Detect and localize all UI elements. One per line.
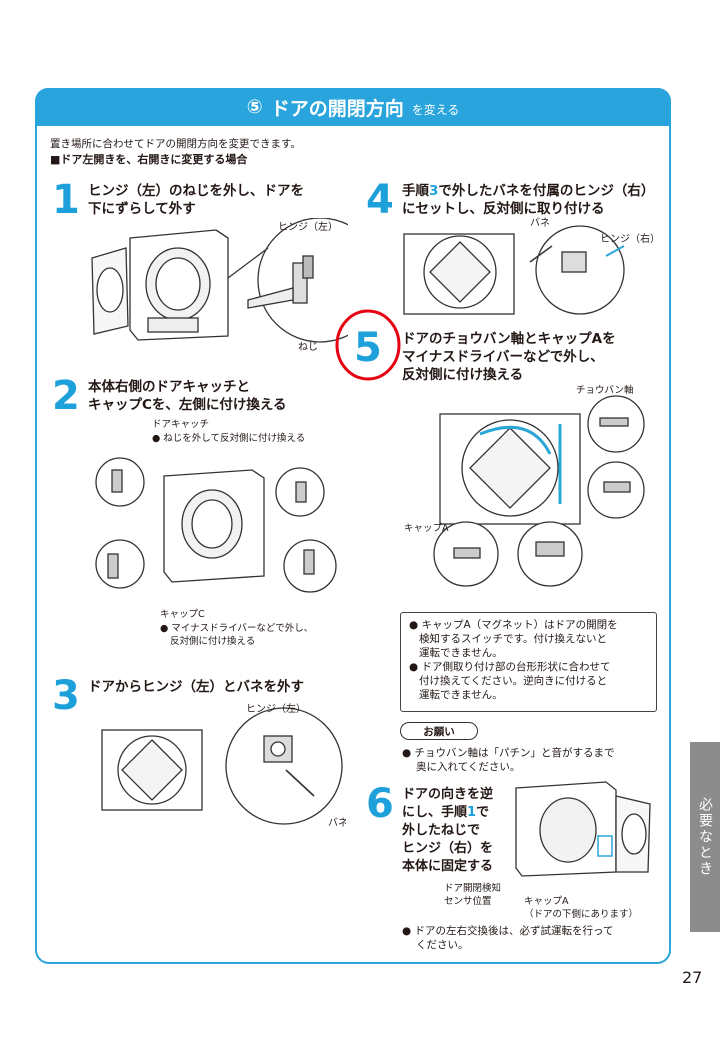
step-2-illustration xyxy=(92,446,342,606)
request-line-2: 奥に入れてください。 xyxy=(416,761,521,773)
step-5-line-1: ドアのチョウバン軸とキャップAを xyxy=(402,331,616,347)
step-6-line-3: 外したねじで xyxy=(402,823,481,838)
step-6-illustration xyxy=(506,776,656,880)
step-5-line-3: 反対側に付け換える xyxy=(402,367,524,383)
step-4-illustration: バネ ヒンジ（右） xyxy=(402,216,662,316)
step-6-line-1: ドアの向きを逆 xyxy=(402,787,494,802)
step-3-text: ドアからヒンジ（左）とバネを外す xyxy=(88,678,304,696)
step-1-line-2: 下にずらして外す xyxy=(88,201,196,217)
step-6-number: 6 xyxy=(366,781,394,827)
step-5-label-cap-a: キャップA xyxy=(404,523,449,534)
step-6-label-sensor-1: ドア開閉検知 xyxy=(444,883,502,894)
step-1-text: ヒンジ（左）のねじを外し、ドアを 下にずらして外す xyxy=(88,182,304,218)
step-6-line-2-num: 1 xyxy=(467,805,477,820)
step-3-number: 3 xyxy=(52,673,80,719)
step-1-illustration: ヒンジ（左） ねじ xyxy=(88,218,348,353)
step-4-line-1: 手順3で外したバネを付属のヒンジ（右） xyxy=(402,182,654,200)
step-3-label-spring: バネ xyxy=(328,817,346,829)
section-title-suffix: を変える xyxy=(411,102,460,117)
note-box: ● キャップA（マグネット）はドアの開閉を 検知するスイッチです。付け換えないと… xyxy=(400,612,657,712)
step-6-text: ドアの向きを逆 にし、手順1で 外したねじで ヒンジ（右）を 本体に固定する xyxy=(402,786,493,876)
intro-text: 置き場所に合わせてドアの開閉方向を変更できます。 xyxy=(50,138,301,150)
step-4-line-1-post: で外したバネを付属のヒンジ（右） xyxy=(438,183,655,199)
step-6-line-2: にし、手順1で xyxy=(402,804,493,822)
step-2-line-2: キャップCを、左側に付け換える xyxy=(88,397,287,413)
note-line-1: ● キャップA（マグネット）はドアの開閉を xyxy=(409,619,618,631)
final-note-line-1: ● ドアの左右交換後は、必ず試運転を行って xyxy=(402,925,614,937)
step-2-note-cap-c-1: ● マイナスドライバーなどで外し、 xyxy=(160,623,314,634)
step-2-text: 本体右側のドアキャッチと キャップCを、左側に付け換える xyxy=(88,378,287,414)
step-1-label-hinge: ヒンジ（左） xyxy=(278,220,338,233)
step-6-line-5: 本体に固定する xyxy=(402,859,494,874)
request-badge: お願い xyxy=(400,722,478,740)
step-6-line-4: ヒンジ（右）を xyxy=(402,841,494,856)
step-1-number: 1 xyxy=(52,177,80,223)
step-3-illustration: ヒンジ（左） バネ xyxy=(96,700,346,830)
step-3-label-hinge: ヒンジ（左） xyxy=(246,702,306,715)
step-4-label-spring: バネ xyxy=(530,217,550,229)
step-2-note-cap-c-2: 反対側に付け換える xyxy=(170,636,256,647)
request-note: ● チョウバン軸は「パチン」と音がするまで 奥に入れてください。 xyxy=(402,746,615,774)
step-6-label-cap-a: キャップA xyxy=(524,896,569,907)
note-line-5: 付け換えてください。逆向きに付けると xyxy=(419,675,608,687)
intro: 置き場所に合わせてドアの開閉方向を変更できます。 ■ドア左開きを、右開きに変更す… xyxy=(50,136,301,168)
section-title: ドアの開閉方向 xyxy=(270,97,404,120)
step-2-note-door-catch: ● ねじを外して反対側に付け換える xyxy=(152,433,306,444)
step-6-label-sensor-2: センサ位置 xyxy=(444,896,492,907)
step-5-number: 5 xyxy=(354,325,382,371)
note-line-4: ● ドア側取り付け部の台形形状に合わせて xyxy=(409,661,611,673)
step-5-highlight-circle xyxy=(335,309,401,381)
step-6-label-cap-a-note: （ドアの下側にあります） xyxy=(524,909,639,920)
step-4-number: 4 xyxy=(366,177,394,223)
step-6-line-2-post: で xyxy=(476,805,490,820)
step-5-illustration xyxy=(400,394,665,594)
intro-heading: ■ドア左開きを、右開きに変更する場合 xyxy=(50,153,248,166)
step-1-line-1: ヒンジ（左）のねじを外し、ドアを xyxy=(88,183,304,199)
step-3-line-1: ドアからヒンジ（左）とバネを外す xyxy=(88,679,304,695)
step-4-text: 手順3で外したバネを付属のヒンジ（右） にセットし、反対側に取り付ける xyxy=(402,182,654,218)
section-header: ⑤ ドアの開閉方向 を変える xyxy=(35,88,671,126)
final-note: ● ドアの左右交換後は、必ず試運転を行って ください。 xyxy=(402,924,613,952)
note-line-3: 運転できません。 xyxy=(419,647,503,659)
section-number: ⑤ xyxy=(246,96,263,118)
step-5-text: ドアのチョウバン軸とキャップAを マイナスドライバーなどで外し、 反対側に付け換… xyxy=(402,330,616,384)
step-2-line-1: 本体右側のドアキャッチと xyxy=(88,379,250,395)
step-4-line-1-num: 3 xyxy=(429,183,439,199)
step-2-label-door-catch: ドアキャッチ xyxy=(152,419,210,430)
step-1-label-screw: ねじ xyxy=(298,341,318,353)
step-4-label-hinge-right: ヒンジ（右） xyxy=(600,232,660,245)
step-6-line-2-pre: にし、手順 xyxy=(402,805,468,820)
step-2-label-cap-c: キャップC xyxy=(160,609,205,620)
note-line-6: 運転できません。 xyxy=(419,689,503,701)
final-note-line-2: ください。 xyxy=(416,939,469,951)
step-4-line-2: にセットし、反対側に取り付ける xyxy=(402,201,605,217)
step-5-line-2: マイナスドライバーなどで外し、 xyxy=(402,349,604,365)
side-tab-label: 必要なとき xyxy=(697,797,713,877)
request-line-1: ● チョウバン軸は「パチン」と音がするまで xyxy=(402,747,615,759)
step-5-label-hinge-shaft: チョウバン軸 xyxy=(576,385,634,396)
step-4-line-1-pre: 手順 xyxy=(402,183,429,199)
note-line-2: 検知するスイッチです。付け換えないと xyxy=(419,633,607,645)
step-2-number: 2 xyxy=(52,373,80,419)
page-number: 27 xyxy=(682,968,703,987)
side-tab: 必要なとき xyxy=(690,742,720,932)
